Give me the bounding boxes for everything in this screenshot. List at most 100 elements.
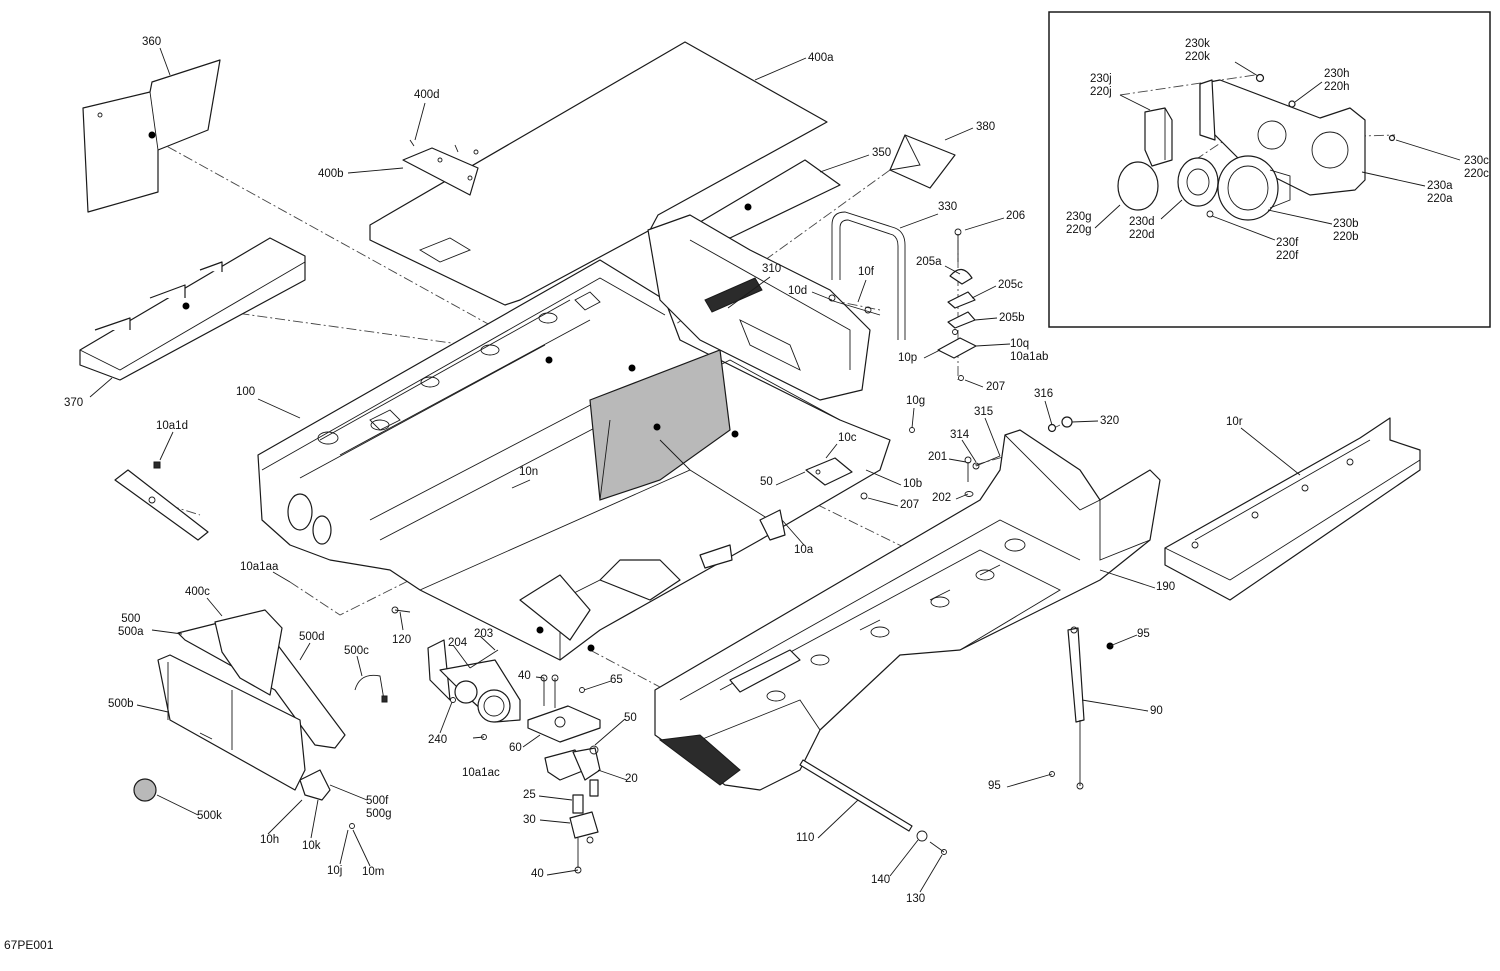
bolt-120 [391, 606, 411, 614]
callout-label: 10a1ac [462, 767, 500, 779]
callout-label: 400a [808, 52, 834, 64]
callout-label: 316 [1034, 388, 1054, 400]
callout-label: 240 [428, 734, 448, 746]
callout-label: 230h 220h [1324, 68, 1350, 93]
side-frame-190 [654, 429, 1161, 791]
rod-110 [799, 759, 947, 855]
callout-label: 10b [903, 478, 923, 490]
callout-label: 110 [796, 832, 815, 844]
callout-label: 350 [872, 147, 892, 159]
bracket-400b [402, 139, 479, 196]
callout-label: 204 [448, 637, 468, 649]
callout-label: 10k [302, 840, 321, 852]
rail-370 [79, 237, 306, 381]
callout-label: 50 [624, 712, 637, 724]
callout-label: 230a 220a [1427, 180, 1453, 205]
callout-label: 100 [236, 386, 256, 398]
callout-label: 130 [906, 893, 926, 905]
callout-label: 230k 220k [1185, 38, 1210, 63]
callout-label: 203 [474, 628, 494, 640]
callout-label: 230j 220j [1090, 73, 1112, 98]
callout-label: 207 [986, 381, 1006, 393]
plate-500b [157, 654, 306, 791]
bracket-10a1d [114, 461, 209, 541]
callout-label: 190 [1156, 581, 1176, 593]
callout-label: 500c [344, 645, 369, 657]
lens-230g [1117, 161, 1159, 211]
hardware-stack-205 [937, 228, 977, 381]
callout-label: 10a1aa [240, 561, 279, 573]
callout-leaders [89, 47, 1461, 893]
callout-label: 206 [1006, 210, 1026, 222]
callout-label: 10q 10a1ab [1010, 338, 1049, 363]
callout-label: 230g 220g [1066, 211, 1092, 236]
callout-label: 207 [900, 499, 920, 511]
callout-label: 205b [999, 312, 1025, 324]
callout-label: 10g [906, 395, 926, 407]
callout-label: 20 [625, 773, 638, 785]
wire-500c [354, 674, 388, 703]
callout-label: 25 [523, 789, 536, 801]
callout-label: 310 [762, 263, 782, 275]
callout-label: 40 [531, 868, 544, 880]
callout-label: 500f 500g [366, 795, 392, 820]
callout-label: 95 [1137, 628, 1150, 640]
callout-label: 360 [142, 36, 162, 48]
emblem-500k [133, 778, 157, 802]
callout-label: 10h [260, 834, 280, 846]
bracket-380 [889, 134, 956, 189]
bracket-400c [177, 609, 346, 749]
callout-label: 201 [928, 451, 948, 463]
mount-stack-20 [544, 745, 601, 874]
gas-spring-90 [1049, 626, 1114, 790]
headlight-bracket-230a [1199, 73, 1396, 196]
callout-label: 10j [327, 865, 343, 877]
hoop-330 [831, 211, 906, 340]
callout-label: 10m [362, 866, 385, 878]
callout-label: 10d [788, 285, 808, 297]
callout-label: 30 [523, 814, 536, 826]
callout-label: 140 [871, 874, 891, 886]
callout-label: 230f 220f [1276, 237, 1299, 262]
light-230d [1177, 157, 1219, 207]
callout-label: 202 [932, 492, 952, 504]
callout-label: 315 [974, 406, 994, 418]
callout-label: 95 [988, 780, 1001, 792]
callout-label: 10c [838, 432, 857, 444]
callout-label: 120 [392, 634, 412, 646]
callout-label: 90 [1150, 705, 1163, 717]
callout-label: 10a [794, 544, 814, 556]
latch-10h [299, 769, 355, 829]
taillight-240 [427, 639, 521, 740]
hardware-10f-10d [828, 294, 881, 316]
front-cowl-310 [647, 214, 871, 401]
callout-label: 500d [299, 631, 325, 643]
housing-230j [1144, 107, 1173, 167]
callout-label: 500b [108, 698, 134, 710]
callout-label: 370 [64, 397, 84, 409]
callout-label: 10n [519, 466, 539, 478]
callout-label: 10p [898, 352, 918, 364]
chassis-frame-100 [257, 259, 891, 661]
callout-label: 400b [318, 168, 344, 180]
callout-label: 500 500a [118, 613, 144, 638]
callout-label: 10a1d [156, 420, 188, 432]
diagram-reference-code: 67PE001 [4, 938, 54, 952]
callout-label: 65 [610, 674, 623, 686]
callout-label: 50 [760, 476, 773, 488]
callout-label: 205c [998, 279, 1023, 291]
inset-detail-box [1048, 11, 1491, 328]
callout-label: 314 [950, 429, 970, 441]
bracket-10b [699, 457, 853, 569]
callout-label: 60 [509, 742, 522, 754]
callout-label: 380 [976, 121, 996, 133]
callout-label: 330 [938, 201, 958, 213]
callout-label: 400d [414, 89, 440, 101]
callout-label: 320 [1100, 415, 1120, 427]
callout-label: 40 [518, 670, 531, 682]
plate-60 [527, 674, 601, 743]
callout-label: 230d 220d [1129, 216, 1155, 241]
callout-label: 205a [916, 256, 942, 268]
